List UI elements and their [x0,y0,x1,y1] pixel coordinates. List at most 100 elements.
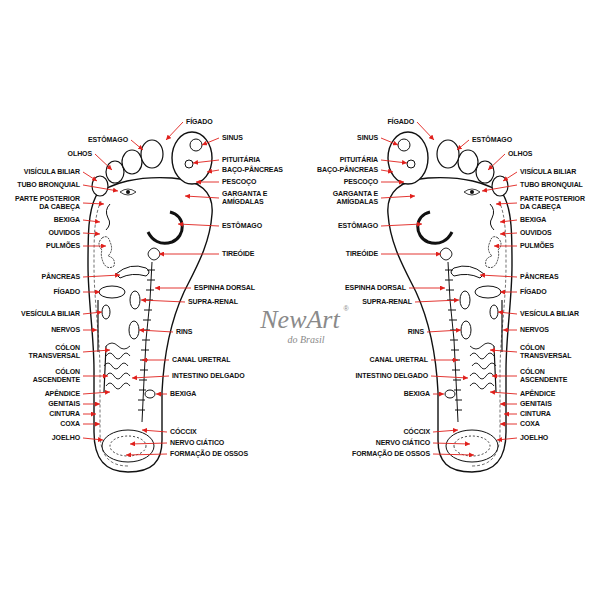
organ-label: PULMÕES [520,242,554,250]
organ-label: OUVIDOS [48,229,80,237]
organ-label: INTESTINO DELGADO [355,372,428,380]
leader-line [409,288,445,289]
organ-label: FORMAÇÃO DE OSSOS [352,450,430,458]
leader-line [83,392,110,394]
leader-line [202,138,219,145]
leader-line [500,404,517,405]
leader-line [492,376,517,377]
leader-line [83,414,96,415]
organ-label: TUBO BRONQUIAL [520,181,583,189]
organ-label: APÊNDICE [45,390,80,398]
organ-label: BEXIGA [170,390,196,398]
leader-line [83,424,100,425]
leader-line [83,438,103,440]
leader-line [503,172,517,181]
organ-label: BAÇO-PÂNCREAS [317,166,378,174]
leader-line [498,312,517,314]
leader-line [500,220,517,222]
organ-label: ESTÔMAGO [222,222,262,230]
organ-label: PÂNCREAS [520,273,558,281]
organ-label: PITUITÁRIA [222,156,260,164]
leader-line [494,246,517,247]
organ-label: JOELHO [52,434,80,442]
leader-line [155,288,191,289]
organ-label: PULMÕES [46,242,80,250]
leader-line [207,170,219,172]
organ-label: GARGANTA E AMÍGDALAS [222,190,274,205]
leader-line [482,185,517,191]
leader-line [178,224,219,226]
organ-label: CINTURA [520,410,551,418]
watermark-text: NewArt [260,306,339,335]
organ-label: PARTE POSTERIOR DA CABEÇA [10,195,80,210]
organ-label: CÓLON TRANSVERSAL [22,344,80,359]
leader-line [83,376,108,377]
leader-line [83,172,97,181]
leader-line [159,254,219,255]
leader-line [141,300,185,302]
organ-label: INTESTINO DELGADO [172,372,245,380]
organ-label: ESTÔMAGO [472,136,512,144]
organ-label: PESCOÇO [344,178,378,186]
organ-label: GARGANTA E AMÍGDALAS [326,190,378,205]
leader-line [500,233,517,234]
organ-label: OLHOS [68,150,92,158]
organ-label: SINUS [222,134,243,142]
organ-label: OUVIDOS [520,229,552,237]
leader-line [83,275,120,277]
organ-label: JOELHO [520,434,548,442]
organ-label: CÓLON TRANSVERSAL [520,344,578,359]
leader-line [431,376,468,378]
organ-label: CINTURA [49,410,80,418]
leader-line [500,292,517,293]
organ-label: SUPRA-RENAL [362,298,412,306]
leader-line [83,404,100,405]
organ-label: VISÍCULA BILIAR [24,168,80,176]
organ-label: TIREÓIDE [222,250,254,258]
organ-label: VESÍCULA BILIAR [21,310,80,318]
organ-label: CÓLON ASCENDENTE [520,368,578,383]
organ-label: COXA [60,420,80,428]
watermark-text: ® [343,305,348,313]
leader-line [417,122,434,140]
leader-line [193,160,219,163]
organ-label: COXA [520,420,540,428]
leader-line [381,138,398,145]
organ-label: FÍGADO [53,288,80,296]
organ-label: PÂNCREAS [42,273,80,281]
organ-label: CANAL URETRAL [172,356,230,364]
organ-label: ESTÔMAGO [338,222,378,230]
organ-label: ESPINHA DORSAL [194,284,255,292]
leader-line [490,392,517,394]
organ-label: PESCOÇO [222,178,256,186]
leader-line [503,330,517,331]
leader-line [497,438,517,440]
organ-label: PARTE POSTERIOR DA CABEÇA [520,195,590,210]
organ-label: CÓCCIX [403,428,430,436]
leader-line [431,360,458,361]
leader-line [95,154,112,170]
organ-label: VISÍCULA BILIAR [520,168,576,176]
leader-line [381,196,415,198]
organ-label: BAÇO-PÂNCREAS [222,166,283,174]
leader-line [83,233,100,234]
organ-label: FORMAÇÃO DE OSSOS [170,450,248,458]
leader-line [130,443,167,444]
organ-label: OLHOS [508,150,532,158]
organ-label: NERVOS [520,326,549,334]
leader-line [415,300,459,302]
organ-label: GENITAIS [520,400,552,408]
leader-line [139,330,173,332]
leader-line [83,350,110,352]
organ-label: RINS [408,328,424,336]
leader-line [196,182,219,183]
leader-line [166,122,183,140]
leader-line [381,170,393,172]
leader-line [433,430,458,432]
leader-line [381,160,407,163]
leader-line [131,140,143,150]
leader-line [381,224,422,226]
leader-line [500,424,517,425]
organ-label: GENITAIS [48,400,80,408]
